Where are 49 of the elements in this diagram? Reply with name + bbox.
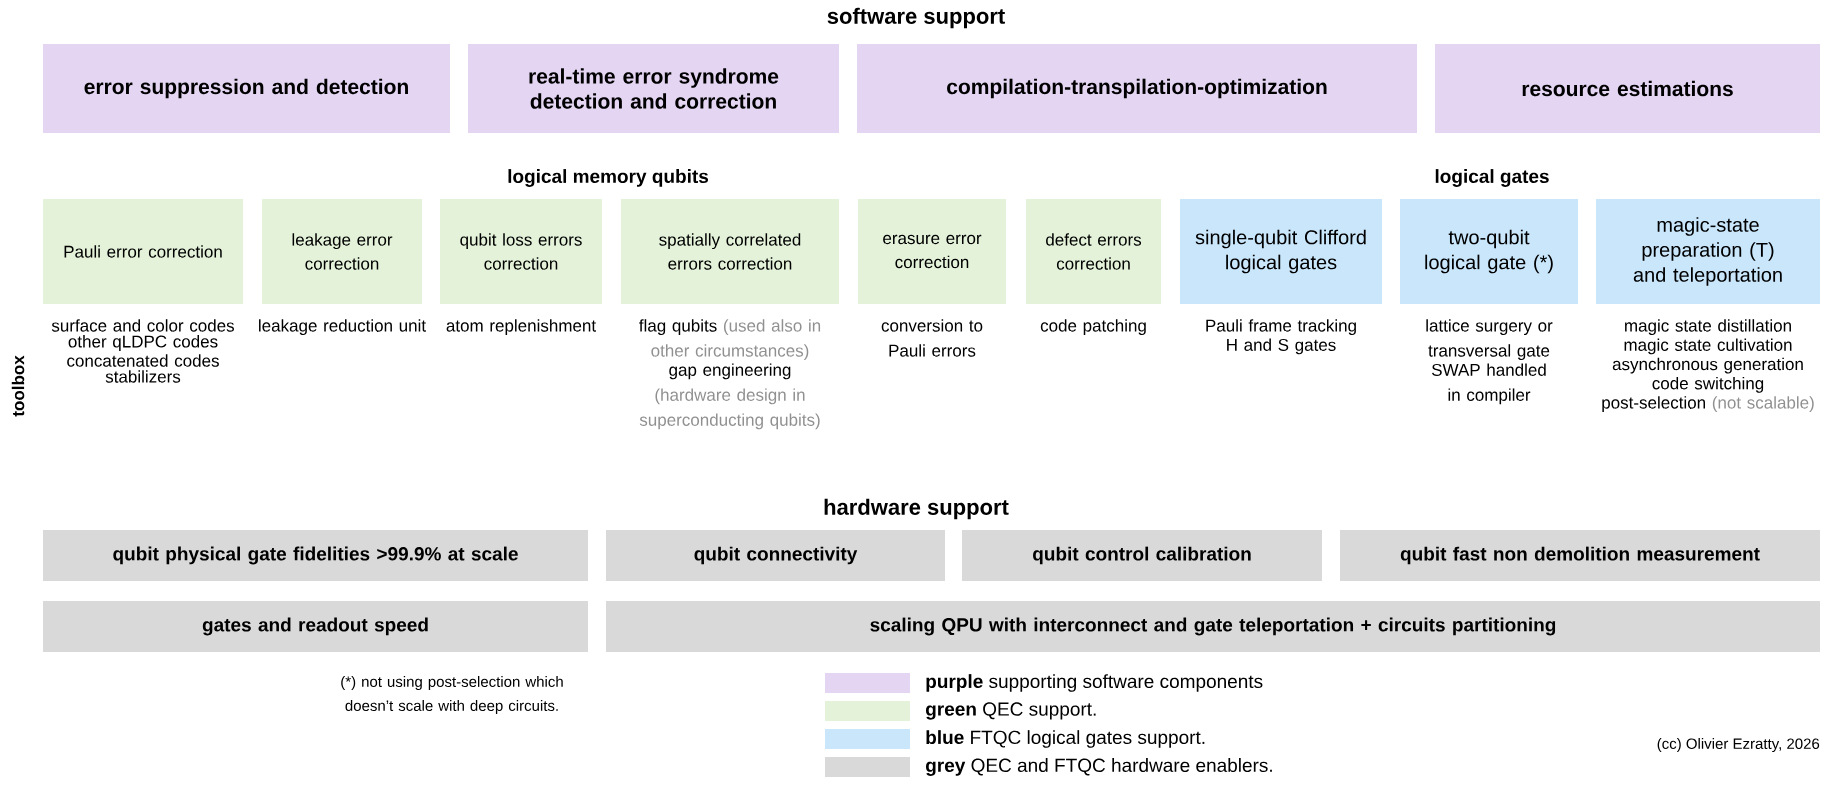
gate-box: two-qubit logical gate (*) — [1400, 199, 1578, 304]
note-text: post-selection (not scalable) — [1602, 396, 1814, 413]
legend-text: purple supporting software components — [926, 674, 1263, 692]
qec-box: spatially correlated errors correction — [621, 199, 839, 304]
hardware-box: qubit connectivity — [606, 530, 945, 581]
note-text: asynchronous generation — [1612, 357, 1803, 374]
credit: (cc) Olivier Ezratty, 2026 — [1657, 738, 1820, 752]
qec-box: qubit loss errors correction — [440, 199, 602, 304]
hardware-box: qubit control calibration — [962, 530, 1322, 581]
note-text: magic state distillation — [1625, 319, 1791, 336]
note-text: leakage reduction unit — [259, 319, 426, 336]
qec-box: Pauli error correction — [43, 199, 243, 304]
note-text: gap engineering (hardware design in superconducting qubits) — [639, 363, 820, 430]
footnote: (*) not using post-selection which doesn’t scale with deep circuits. — [341, 676, 563, 714]
software-box: real-time error syndrome detection and correction — [468, 44, 839, 133]
qec-box: leakage error correction — [262, 199, 422, 304]
note-text: Pauli frame tracking — [1206, 319, 1356, 336]
hardware-box: qubit physical gate fidelities >99.9% at scale — [43, 530, 588, 581]
software-box: resource estimations — [1435, 44, 1820, 133]
hardware-box: qubit fast non demolition measurement — [1340, 530, 1820, 581]
note-text: code switching — [1652, 376, 1764, 393]
note-text: concatenated codes — [67, 354, 219, 367]
legend-text: grey QEC and FTQC hardware enablers. — [926, 758, 1272, 776]
hardware-box: scaling QPU with interconnect and gate teleportation + circuits partitioning — [606, 601, 1820, 652]
note-text: atom replenishment — [446, 319, 596, 336]
software-box: error suppression and detection — [43, 44, 450, 133]
note-text: H and S gates — [1227, 338, 1336, 355]
note-text: code patching — [1040, 319, 1146, 336]
hardware-box: gates and readout speed — [43, 601, 588, 652]
note-text: other qLDPC codes — [68, 335, 218, 351]
side-label: toolbox — [11, 355, 25, 417]
note-text: magic state cultivation — [1624, 338, 1792, 355]
section-heading: hardware support — [824, 498, 1009, 520]
group-heading: logical gates — [1435, 169, 1549, 187]
note-text: lattice surgery or transversal gate — [1426, 319, 1553, 361]
note-text: surface and color codes — [51, 319, 234, 332]
gate-box: magic-state preparation (T) and teleportation — [1596, 199, 1820, 304]
qec-box: defect errors correction — [1026, 199, 1161, 304]
legend-text: blue FTQC logical gates support. — [926, 730, 1205, 748]
qec-box: erasure error correction — [858, 199, 1006, 304]
software-box: compilation-transpilation-optimization — [857, 44, 1417, 133]
note-text: conversion to Pauli errors — [881, 319, 983, 357]
note-text: SWAP handled in compiler — [1432, 363, 1546, 405]
section-heading: software support — [827, 7, 1005, 29]
note-text: stabilizers — [105, 370, 181, 383]
note-text: flag qubits (used also in other circumstances) — [639, 319, 821, 361]
gate-box: single-qubit Clifford logical gates — [1180, 199, 1382, 304]
group-heading: logical memory qubits — [508, 169, 709, 187]
legend-text: green QEC support. — [926, 702, 1096, 720]
